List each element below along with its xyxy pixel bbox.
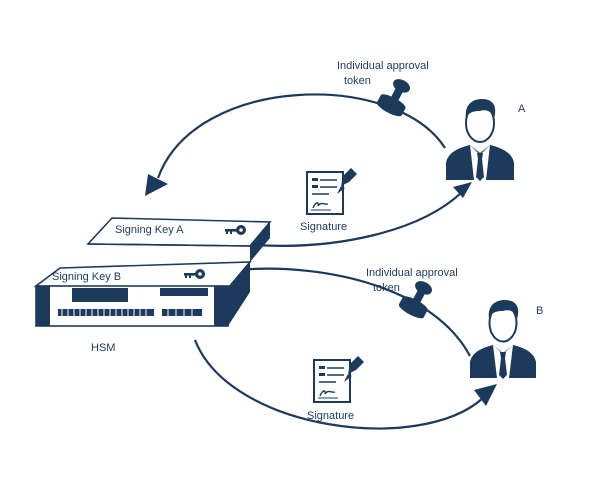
stamp-icon bbox=[376, 79, 410, 117]
approval-b-line2: token bbox=[373, 282, 400, 294]
stamp-icon bbox=[398, 281, 432, 319]
user-b-label: B bbox=[536, 305, 543, 317]
hsm-vent-strip-right bbox=[162, 309, 202, 316]
key-icon bbox=[225, 225, 246, 235]
hsm-device: Signing Key A Signing Key B bbox=[33, 217, 272, 327]
hsm-top-layer-side bbox=[250, 222, 270, 262]
signing-key-b-label: Signing Key B bbox=[52, 271, 121, 283]
user-b bbox=[470, 300, 536, 379]
hsm-vent-strip bbox=[58, 309, 154, 316]
key-icon bbox=[184, 269, 205, 279]
user-a bbox=[446, 99, 514, 181]
flow-arrow-hsm-to-b bbox=[193, 339, 497, 430]
user-icon bbox=[446, 99, 514, 181]
flow-arrow-a-to-hsm bbox=[145, 93, 446, 196]
hsm-label: HSM bbox=[91, 342, 115, 354]
flow-arrow-hsm-to-a bbox=[254, 182, 472, 247]
user-a-label: A bbox=[518, 103, 526, 115]
signing-key-a-label: Signing Key A bbox=[115, 224, 184, 236]
approval-a-line1: Individual approval bbox=[337, 60, 429, 72]
signed-document-icon bbox=[306, 168, 357, 215]
hsm-front-slot bbox=[72, 288, 128, 302]
signature-a-label: Signature bbox=[300, 221, 347, 233]
signature-b-label: Signature bbox=[307, 410, 354, 422]
approval-b-line1: Individual approval bbox=[366, 267, 458, 279]
hsm-right-side bbox=[228, 262, 250, 326]
user-icon bbox=[470, 300, 536, 379]
signed-document-icon bbox=[313, 356, 364, 403]
approval-a-line2: token bbox=[344, 75, 371, 87]
